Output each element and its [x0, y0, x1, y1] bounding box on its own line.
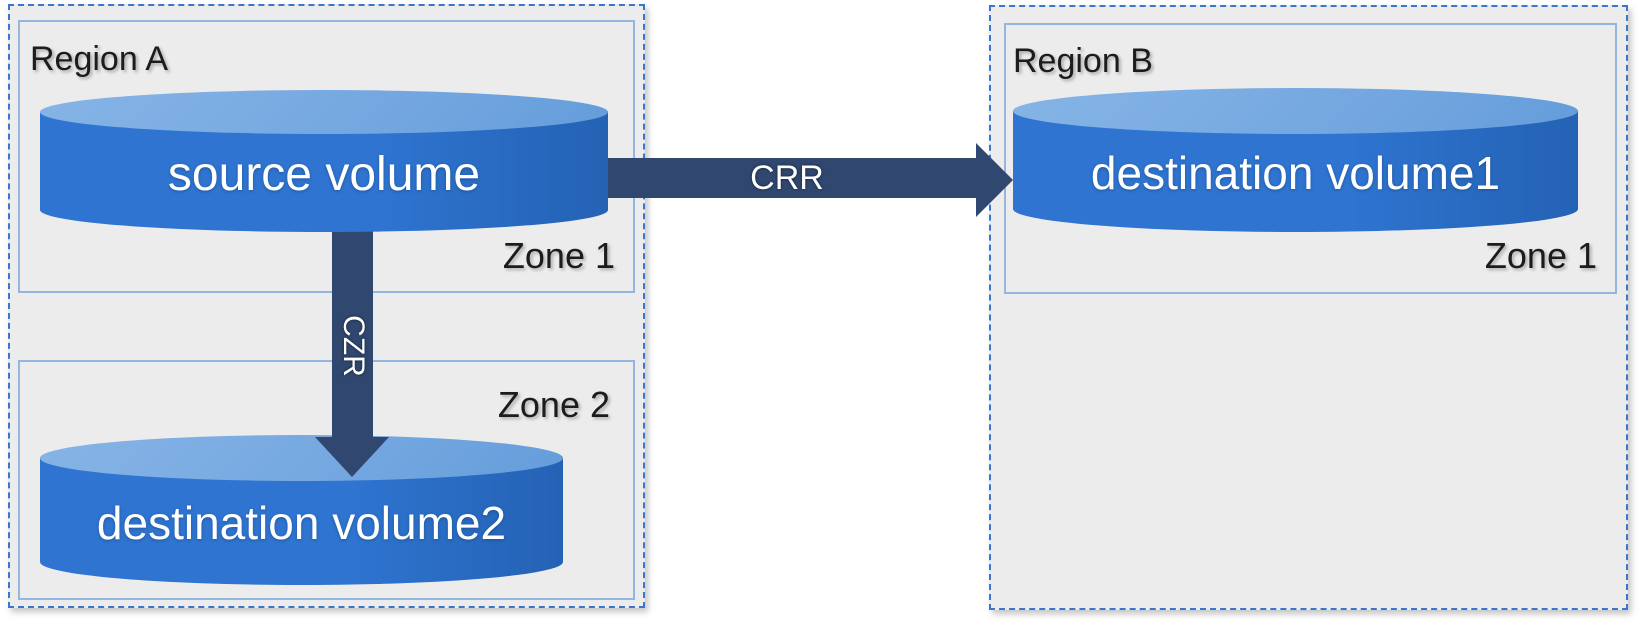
source-volume-cylinder: source volume [40, 90, 608, 232]
czr-arrow-label-text: CZR [336, 315, 370, 377]
destination-volume2-cylinder: destination volume2 [40, 435, 563, 585]
cylinder-top-ellipse [40, 90, 608, 134]
region-b-label: Region B [1013, 42, 1153, 80]
source-volume-label: source volume [167, 147, 481, 201]
cylinder-top-ellipse [40, 435, 563, 481]
zone-a1-box: Zone 1 [18, 20, 635, 293]
czr-arrowhead-icon [315, 437, 389, 477]
zone-a1-label: Zone 1 [502, 235, 615, 276]
cylinder-top-ellipse [1013, 88, 1578, 134]
destination-volume1-cylinder: destination volume1 [1013, 88, 1578, 232]
zone-b1-label: Zone 1 [1484, 235, 1597, 276]
czr-arrow-label: CZR [332, 291, 373, 401]
crr-arrow-shaft [598, 158, 976, 198]
zone-a2-box: Zone 2 [18, 360, 635, 600]
crr-arrow-label: CRR [750, 158, 824, 197]
region-a-label: Region A [30, 40, 168, 78]
zone-a2-label: Zone 2 [497, 384, 610, 425]
destination-volume2-label: destination volume2 [96, 497, 507, 549]
crr-arrowhead-icon [976, 143, 1013, 217]
czr-arrow-shaft [332, 218, 373, 437]
destination-volume1-label: destination volume1 [1090, 147, 1501, 199]
